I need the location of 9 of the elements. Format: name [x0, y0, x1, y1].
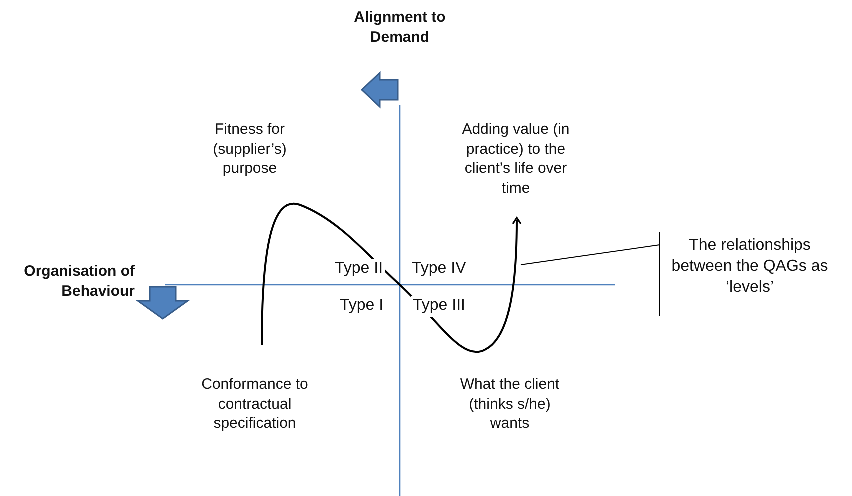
axis-label: Alignment to Demand [353, 8, 447, 47]
curve-label: What the client (thinks s/he) wants [459, 375, 561, 434]
annotation-text: The relationships between the QAGs as ‘levels’ [665, 236, 835, 298]
curve-label: Conformance to contractual specification [200, 375, 310, 434]
curve-label: Adding value (in practice) to the client’s life over time [461, 120, 571, 198]
s-curve-arrow [261, 203, 522, 353]
axis-label: Organisation of Behaviour [23, 262, 135, 301]
leader-line [520, 244, 660, 266]
curve-label: Fitness for (supplier’s) purpose [212, 120, 288, 178]
